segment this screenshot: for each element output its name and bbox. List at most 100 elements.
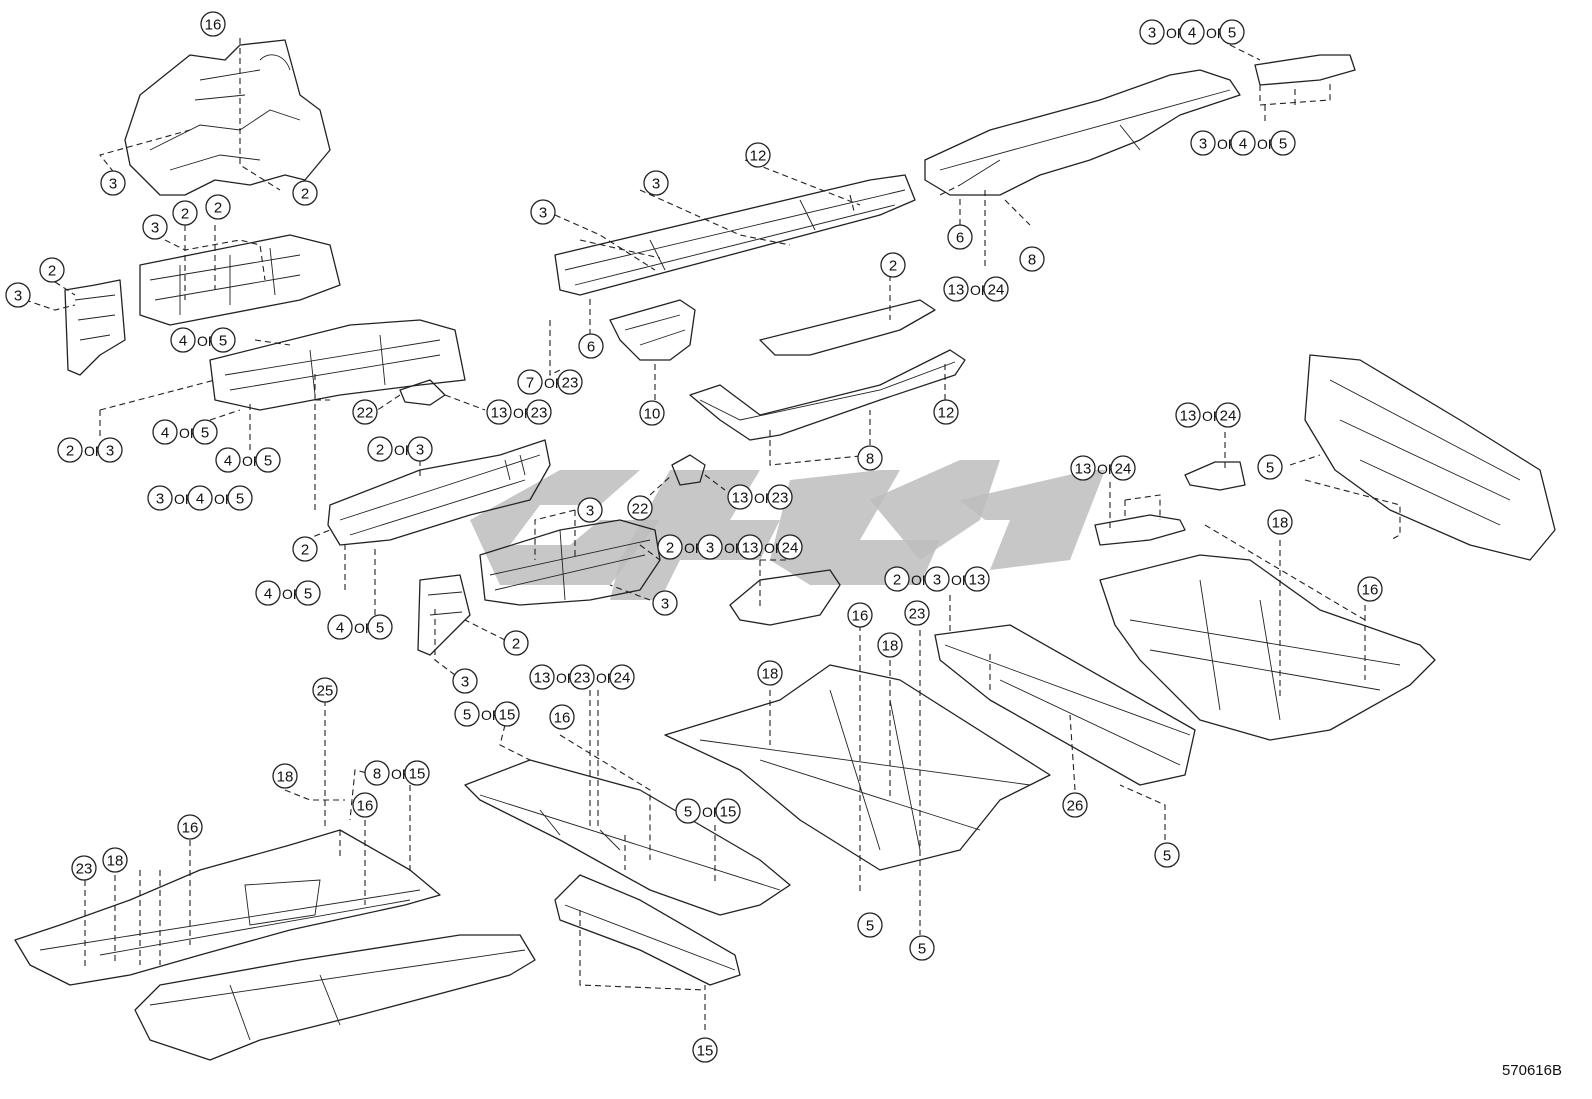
callout: 5 xyxy=(1257,454,1283,480)
callout: 26 xyxy=(1062,792,1088,818)
part-small-bracket-22-upper xyxy=(399,379,446,406)
callout-circle xyxy=(857,445,883,471)
callout-circle xyxy=(745,142,771,168)
callout-number: 3 xyxy=(706,540,714,557)
callout-number: 16 xyxy=(357,798,374,815)
callout-circle xyxy=(1019,246,1045,272)
callout-number: 2 xyxy=(889,258,897,275)
callout: 3 xyxy=(652,590,678,616)
callout-number: 18 xyxy=(882,638,899,655)
callout-circle xyxy=(1230,130,1256,156)
callout-circle xyxy=(1270,130,1296,156)
callout-number: 2 xyxy=(376,442,384,459)
callout-number: 8 xyxy=(866,451,874,468)
callout-number: 23 xyxy=(574,670,591,687)
callout: 2 xyxy=(292,536,318,562)
callout-circle xyxy=(1139,19,1165,45)
callout: 5 xyxy=(1154,842,1180,868)
part-front-bracket-left xyxy=(64,279,126,376)
callout-circle xyxy=(639,400,665,426)
part-small-bracket-22-center xyxy=(671,454,706,486)
callout-number: 5 xyxy=(376,620,384,637)
callout-number: 4 xyxy=(179,333,187,350)
callout: 3 xyxy=(5,282,31,308)
callout: 12 xyxy=(745,142,771,168)
callout-number: 18 xyxy=(107,853,124,870)
callout: 6 xyxy=(578,333,604,359)
callout: 2 xyxy=(292,180,318,206)
callout-circle xyxy=(777,534,803,560)
callout-number: 22 xyxy=(357,405,374,422)
callout: 25 xyxy=(312,677,338,703)
part-rocker-inner-upper xyxy=(759,299,936,356)
callout-circle xyxy=(1175,402,1201,428)
callout-circle xyxy=(352,792,378,818)
callout: 18 xyxy=(272,763,298,789)
callout-circle xyxy=(255,580,281,606)
callout-number: 15 xyxy=(499,707,516,724)
callout-number: 2 xyxy=(512,636,520,653)
callout: 5 xyxy=(909,935,935,961)
part-front-floor-pan xyxy=(14,829,441,986)
callout-circle xyxy=(909,935,935,961)
callout-number: 12 xyxy=(750,148,767,165)
callout-number: 5 xyxy=(264,453,272,470)
callout-circle xyxy=(327,614,353,640)
callout-circle xyxy=(352,399,378,425)
callout-number: 5 xyxy=(304,586,312,603)
callout-number: 13 xyxy=(742,540,759,557)
callout-circle xyxy=(577,497,603,523)
callout-circle xyxy=(767,484,793,510)
callout-number: 13 xyxy=(732,490,749,507)
callout-circle xyxy=(578,333,604,359)
callout: 23 xyxy=(71,855,97,881)
part-rear-crossmember-26 xyxy=(934,624,1196,786)
callout: 18 xyxy=(1267,509,1293,535)
callout-number: 24 xyxy=(614,670,631,687)
callout-number: 4 xyxy=(196,491,204,508)
callout-number: 3 xyxy=(416,442,424,459)
callout-circle xyxy=(39,257,65,283)
callout-number: 3 xyxy=(109,176,117,193)
callout-number: 5 xyxy=(201,425,209,442)
part-rear-bracket-13-24 xyxy=(1184,461,1246,491)
watermark-logo xyxy=(470,460,1105,600)
callout-number: 16 xyxy=(852,608,869,625)
callout-number: 2 xyxy=(66,443,74,460)
callout-circle xyxy=(924,566,950,592)
callout-number: 6 xyxy=(956,230,964,247)
callout-circle xyxy=(847,602,873,628)
callout-number: 5 xyxy=(236,491,244,508)
callout-number: 16 xyxy=(205,17,222,34)
callout-number: 5 xyxy=(866,918,874,935)
callout-number: 3 xyxy=(652,176,660,193)
callout-number: 23 xyxy=(562,375,579,392)
part-rocker-outer-8 xyxy=(689,349,966,441)
callout-circle xyxy=(192,419,218,445)
part-center-floor-pan xyxy=(664,664,1051,871)
callout-circle xyxy=(200,11,226,37)
callout-circle xyxy=(71,855,97,881)
callout-number: 4 xyxy=(1239,136,1247,153)
callout-number: 4 xyxy=(264,586,272,603)
callout-circle xyxy=(880,252,906,278)
callout: 3 xyxy=(142,214,168,240)
callout-number: 2 xyxy=(48,263,56,280)
callout: 22 xyxy=(352,399,378,425)
figure-code: 570616B xyxy=(1501,1062,1562,1079)
callout: 3 xyxy=(530,199,556,225)
callout-circle xyxy=(1154,842,1180,868)
callout-circle xyxy=(675,798,701,824)
callout-circle xyxy=(1215,402,1241,428)
callout: 18 xyxy=(757,660,783,686)
callout: 2 xyxy=(503,630,529,656)
callout-number: 18 xyxy=(277,769,294,786)
